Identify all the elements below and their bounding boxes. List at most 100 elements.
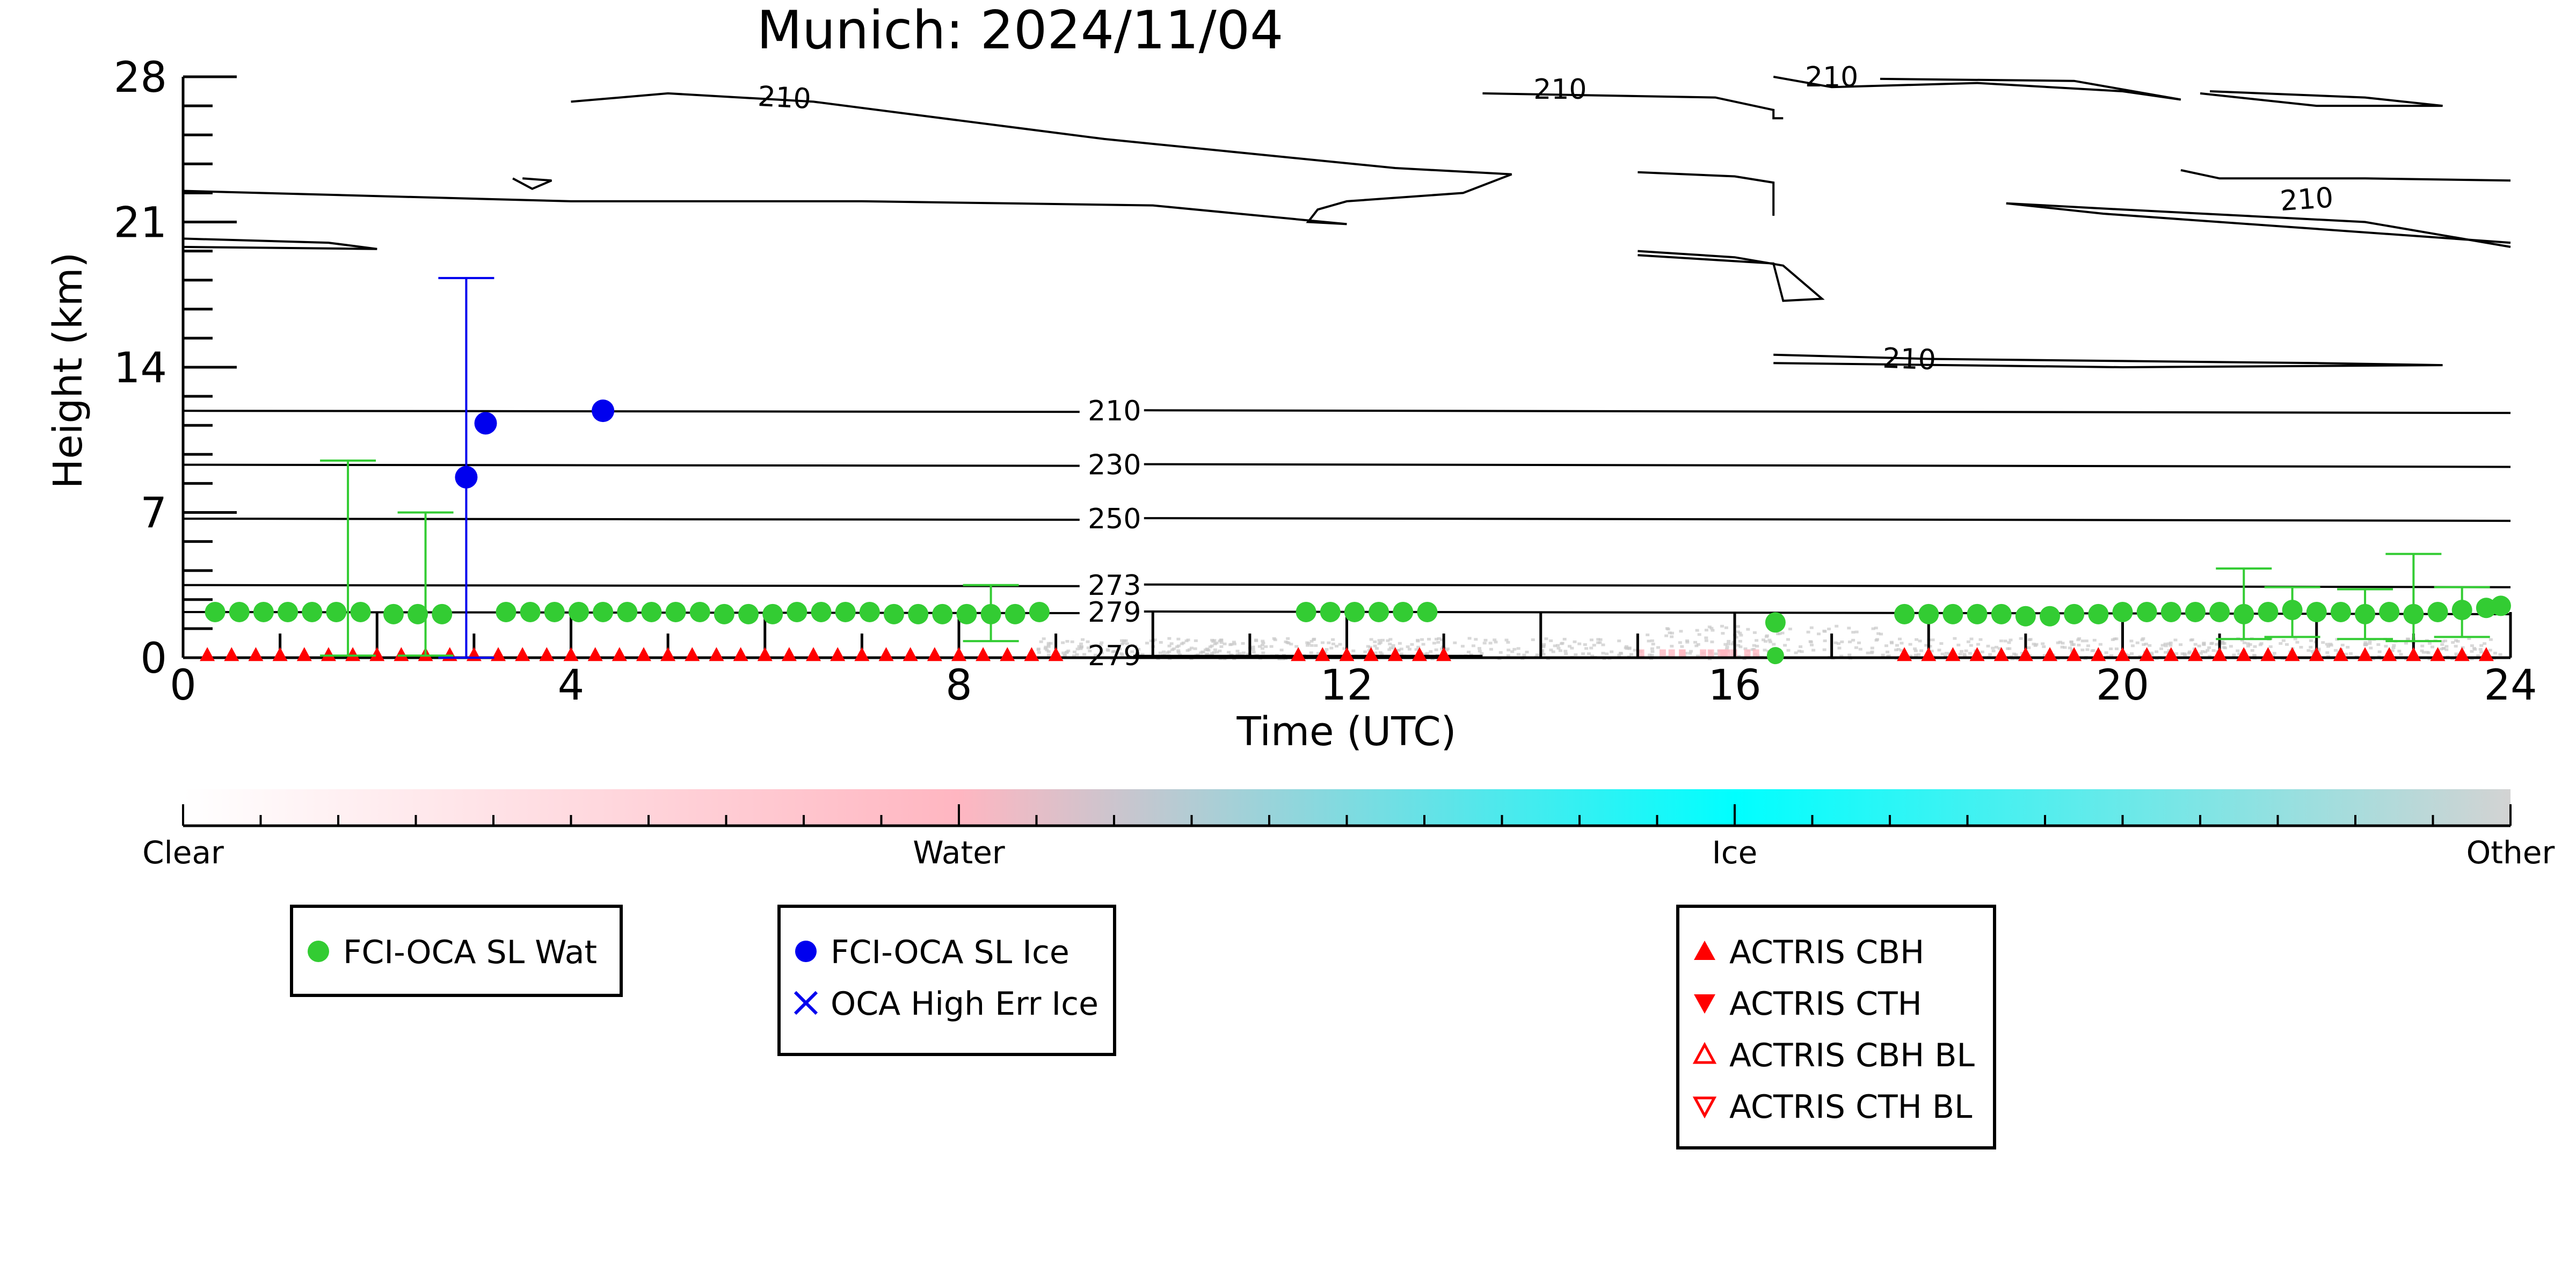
legend-marker — [1694, 941, 1715, 960]
upper-contour-line — [183, 237, 377, 250]
cloud-mask-pixel — [1944, 654, 1948, 658]
cloud-mask-pixel — [2142, 643, 2146, 646]
cloud-mask-pixel — [2187, 652, 2191, 655]
water-point — [278, 601, 299, 622]
cloud-mask-pixel — [1727, 642, 1731, 645]
cloud-mask-pixel — [1786, 638, 1790, 641]
actris-cbh-point — [1048, 647, 1064, 661]
actris-cbh-point — [200, 647, 215, 661]
cloud-mask-pixel — [1100, 651, 1104, 654]
upper-contour-line — [2006, 202, 2511, 248]
cloud-mask-pixel — [1556, 646, 1561, 650]
y-axis-label: Height (km) — [45, 252, 91, 489]
water-point — [568, 601, 589, 622]
upper-contour-line — [512, 177, 552, 190]
cloud-mask-pixel — [1222, 642, 1227, 645]
legend-marker — [795, 941, 817, 962]
cloud-mask-pixel — [2080, 639, 2085, 643]
cloud-mask-pixel — [1898, 637, 1902, 641]
cloud-mask-pixel — [2428, 642, 2432, 645]
cloud-mask-pixel — [1827, 628, 1831, 630]
cloud-mask-pixel — [1743, 647, 1748, 650]
cloud-mask-pixel — [1440, 638, 1444, 642]
cloud-mask-pixel — [2141, 637, 2145, 640]
cloud-mask-pixel — [2369, 646, 2373, 650]
cloud-mask-pixel — [2391, 646, 2396, 649]
cloud-mask-pixel — [2253, 645, 2257, 648]
actris-cbh-point — [951, 647, 966, 661]
cloud-mask-pixel — [2169, 644, 2173, 647]
cloud-mask-pixel — [1531, 638, 1535, 642]
cloud-mask-pixel — [2455, 654, 2459, 657]
cloud-mask-pixel — [2206, 649, 2210, 652]
cloud-mask-pixel — [1809, 641, 1813, 644]
cloud-mask-pixel — [1162, 653, 1167, 656]
cloud-mask-pixel — [1953, 637, 1957, 640]
cloud-mask-pixel — [1577, 642, 1582, 645]
actris-cbh-point — [660, 647, 676, 661]
cloud-mask-pixel — [1228, 643, 1233, 646]
actris-cbh-point — [1969, 647, 1985, 661]
ice-point — [592, 399, 615, 423]
cloud-mask-pixel — [2056, 641, 2060, 644]
cloud-mask-pixel — [1176, 644, 1181, 647]
legend-marker — [1692, 1042, 1717, 1064]
cloud-mask-pixel — [1736, 644, 1741, 647]
cloud-mask-pixel — [2272, 652, 2276, 655]
actris-cbh-point — [224, 647, 239, 661]
cloud-mask-pixel — [1388, 643, 1392, 646]
cloud-mask-pixel — [1306, 644, 1310, 647]
cloud-mask-pixel — [2333, 649, 2338, 652]
legend-frame — [290, 905, 623, 997]
actris-cbh-point — [1024, 647, 1039, 661]
cloud-mask-pixel — [1410, 643, 1414, 646]
cloud-mask-pixel — [1924, 644, 1929, 647]
cloud-mask-pixel — [2032, 643, 2036, 646]
cloud-mask-pixel — [1568, 645, 1571, 648]
cloud-mask-pixel — [1896, 647, 1901, 651]
cloud-mask-pixel — [1414, 648, 1418, 651]
cloud-mask-pixel — [2439, 647, 2443, 651]
cloud-mask-pixel — [1670, 645, 1674, 647]
cloud-mask-pixel — [1724, 647, 1729, 651]
cloud-mask-pixel — [1233, 643, 1236, 645]
cloud-mask-pixel — [1930, 650, 1934, 653]
cloud-mask-pixel — [1235, 650, 1240, 653]
cloud-mask-pixel — [1075, 653, 1079, 656]
actris-cbh-point — [878, 647, 894, 661]
actris-cbh-point — [2236, 647, 2252, 661]
cloud-mask-pixel — [1810, 643, 1814, 646]
actris-cbh-point — [394, 647, 409, 661]
y-tick-label: 7 — [140, 490, 167, 538]
cloud-mask-pixel — [2068, 646, 2072, 650]
cloud-mask-pixel — [1044, 645, 1048, 649]
cloud-mask-pixel — [1734, 636, 1738, 639]
cloud-mask-pixel — [2086, 644, 2090, 647]
cloud-mask-pixel — [1822, 629, 1827, 632]
cloud-mask-pixel — [1388, 638, 1393, 641]
cloud-mask-pixel — [2084, 639, 2089, 643]
cloud-mask-pixel — [2069, 641, 2073, 644]
cloud-mask-pixel — [2167, 642, 2171, 645]
cloud-mask-pixel — [1739, 634, 1743, 637]
upper-contour-line — [1482, 92, 1784, 120]
cloud-mask-pixel — [1570, 646, 1574, 650]
cloud-mask-pixel — [1976, 643, 1980, 646]
cloud-mask-pixel — [2299, 646, 2303, 649]
water-point — [2427, 601, 2448, 622]
cloud-mask-pixel — [1089, 644, 1094, 647]
cloud-mask-pixel — [1081, 638, 1085, 641]
actris-cbh-point — [830, 647, 846, 661]
cloud-mask-pixel — [1086, 640, 1090, 643]
cloud-mask-pixel — [1617, 653, 1621, 657]
cloud-mask-pixel — [1738, 639, 1742, 643]
water-point — [253, 601, 274, 622]
cloud-mask-pixel — [2498, 653, 2502, 656]
cloud-mask-pixel — [1077, 645, 1081, 648]
cloud-mask-pixel — [1736, 630, 1740, 634]
cloud-mask-pixel — [2293, 637, 2297, 641]
y-tick-label: 14 — [114, 344, 167, 392]
cloud-mask-pixel — [1309, 651, 1313, 654]
cloud-mask-pixel — [1391, 644, 1395, 647]
